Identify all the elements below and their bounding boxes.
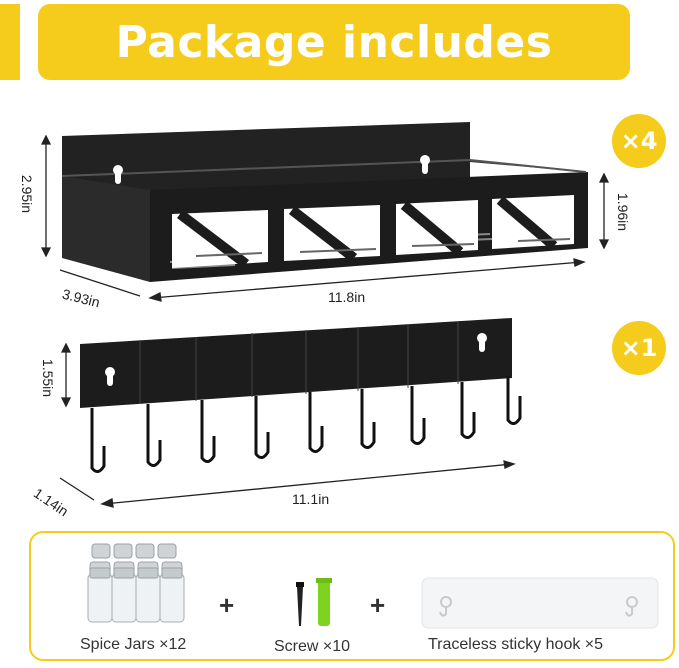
screw-label: Screw ×10: [274, 638, 351, 655]
shelf-length-label: 11.8in: [328, 289, 366, 305]
wall-anchor-image: [316, 578, 332, 626]
spice-jars-label: Spice Jars ×12: [80, 636, 187, 653]
spice-jars-image: [87, 543, 185, 623]
shelf-quantity-badge: ×4: [612, 114, 666, 168]
plus-sign-1: +: [219, 590, 235, 620]
plus-sign-2: +: [370, 590, 386, 620]
banner-accent-strip: [0, 4, 20, 80]
header-banner: Package includes: [38, 4, 630, 80]
sticky-hook-label: Traceless sticky hook ×5: [428, 636, 604, 653]
accessories-panel: [29, 531, 675, 661]
hook-rack-length-label: 11.1in: [292, 491, 330, 507]
shelf-side-panel: [62, 176, 150, 282]
sticky-hook-image: [421, 577, 659, 629]
hook-rack-panel: [80, 318, 512, 408]
hook-rack-quantity-badge: ×1: [612, 321, 666, 375]
page-title: Package includes: [115, 16, 553, 68]
screw-image: [296, 582, 304, 626]
